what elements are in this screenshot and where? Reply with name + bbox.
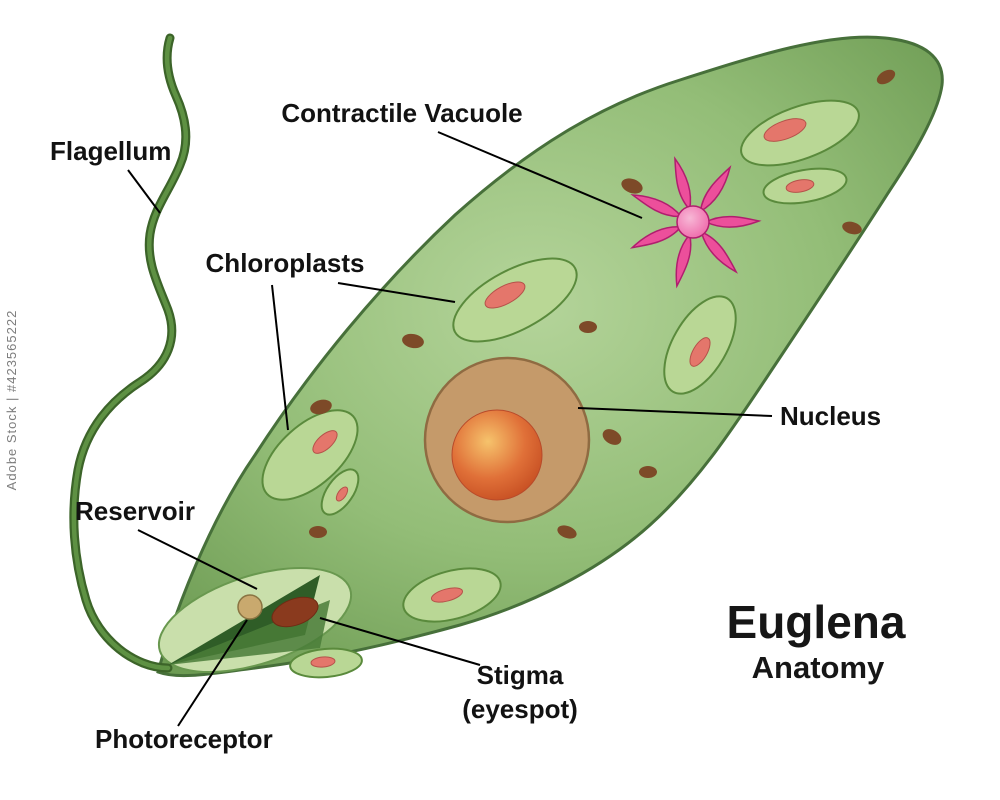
chloroplast-core (430, 587, 464, 603)
chloroplast-core (484, 281, 526, 309)
paramylon-granule (310, 399, 332, 415)
label-flagellum: Flagellum (50, 136, 171, 166)
label-stigma: Stigma (477, 660, 564, 690)
stock-watermark: Adobe Stock | #423565222 (4, 310, 19, 491)
paramylon-granule (842, 221, 862, 235)
vacuole-arm (675, 232, 692, 289)
chloroplast-core (785, 179, 815, 193)
chloroplast (740, 99, 860, 167)
paramylon-granule (579, 321, 597, 333)
label-nucleus: Nucleus (780, 401, 881, 431)
photoreceptor (237, 594, 263, 620)
paramylon-granule (402, 333, 424, 349)
vacuole-arm (674, 156, 692, 212)
leader-line-flagellum (127, 169, 161, 214)
vacuole-arm (699, 165, 732, 213)
vacuole-arm (704, 215, 762, 228)
paramylon-granule (602, 429, 622, 445)
granules (309, 69, 896, 539)
label-stigma-sub: (eyespot) (462, 694, 578, 724)
leader-line-reservoir (137, 529, 258, 590)
diagram-title: Euglena (727, 596, 906, 648)
leader-line-contractile-vacuole (437, 131, 643, 219)
cell-body (156, 35, 944, 678)
nucleolus (451, 409, 543, 501)
leader-line-photoreceptor (177, 619, 248, 727)
stigma-eyespot (271, 596, 319, 628)
paramylon-granule (621, 178, 643, 194)
chloroplast-core (310, 656, 336, 668)
chloroplast-core (689, 337, 711, 367)
label-photoreceptor: Photoreceptor (95, 724, 273, 754)
reservoir (168, 575, 320, 665)
chloroplast-core (335, 486, 349, 502)
label-contractile-vacuole: Contractile Vacuole (281, 98, 522, 128)
paramylon-granule (639, 466, 657, 478)
flagellum-highlight (71, 35, 188, 671)
vacuole-arm (629, 226, 683, 249)
paramylon-granule (557, 525, 577, 539)
label-reservoir: Reservoir (75, 496, 195, 526)
leader-line-chloroplasts-1 (337, 282, 456, 303)
chloroplast-core (763, 118, 807, 142)
vacuole-center (676, 205, 710, 239)
vacuole-arm (700, 230, 738, 274)
paramylon-granule (876, 69, 896, 85)
leader-line-stigma (319, 617, 481, 666)
chloroplast-core (312, 430, 338, 454)
leader-line-chloroplasts-2 (271, 284, 289, 431)
chloroplast-cores (310, 118, 815, 668)
vacuole-arm (630, 194, 683, 218)
contractile-vacuole (629, 156, 762, 289)
label-chloroplasts: Chloroplasts (206, 248, 365, 278)
diagram-subtitle: Anatomy (752, 650, 885, 685)
paramylon-granule (309, 526, 327, 538)
leader-line-nucleus (577, 407, 773, 417)
